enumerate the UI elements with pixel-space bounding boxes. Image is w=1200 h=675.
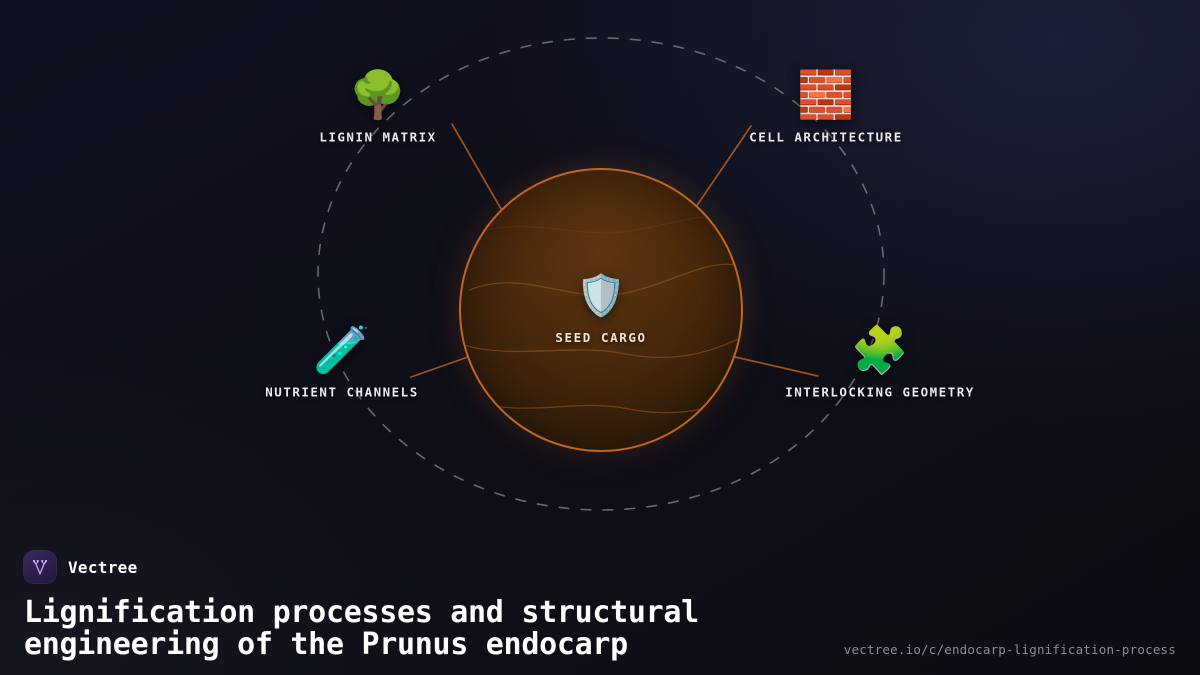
- node-nutrient-channels[interactable]: 🧪 NUTRIENT CHANNELS: [265, 327, 418, 400]
- node-label: CELL ARCHITECTURE: [749, 129, 903, 145]
- grain-line-3: [482, 215, 724, 234]
- node-label: NUTRIENT CHANNELS: [265, 384, 419, 400]
- center-hub[interactable]: 🛡️ SEED CARGO: [459, 168, 743, 452]
- wood-grain-lines: [464, 215, 738, 414]
- source-url: vectree.io/c/endocarp-lignification-proc…: [843, 642, 1176, 657]
- node-cell-architecture[interactable]: 🧱 CELL ARCHITECTURE: [749, 72, 902, 145]
- orbit-ring: [317, 37, 885, 511]
- brick-wall-icon: 🧱: [797, 67, 855, 122]
- puzzle-piece-icon: 🧩: [851, 322, 909, 377]
- shield-icon: 🛡️: [576, 272, 626, 319]
- brand-name: Vectree: [68, 557, 138, 577]
- node-interlocking-geometry[interactable]: 🧩 INTERLOCKING GEOMETRY: [785, 327, 975, 400]
- vectree-tree-v-logo-icon: [24, 551, 56, 584]
- center-hub-label: SEED CARGO: [555, 329, 647, 345]
- connector-line-3: [734, 356, 819, 377]
- footer: Vectree Lignification processes and stru…: [24, 551, 1176, 661]
- tree-icon: 🌳: [349, 67, 407, 122]
- node-label: LIGNIN MATRIX: [319, 129, 437, 145]
- page-title: Lignification processes and structural e…: [24, 595, 699, 663]
- grain-line-2: [478, 400, 730, 414]
- test-tube-icon: 🧪: [313, 322, 371, 377]
- grain-line-0: [468, 263, 734, 296]
- brand[interactable]: Vectree: [24, 551, 1176, 584]
- grain-line-1: [464, 338, 738, 359]
- connector-line-2: [410, 356, 469, 378]
- node-label: INTERLOCKING GEOMETRY: [785, 384, 975, 400]
- node-lignin-matrix[interactable]: 🌳 LIGNIN MATRIX: [319, 72, 436, 145]
